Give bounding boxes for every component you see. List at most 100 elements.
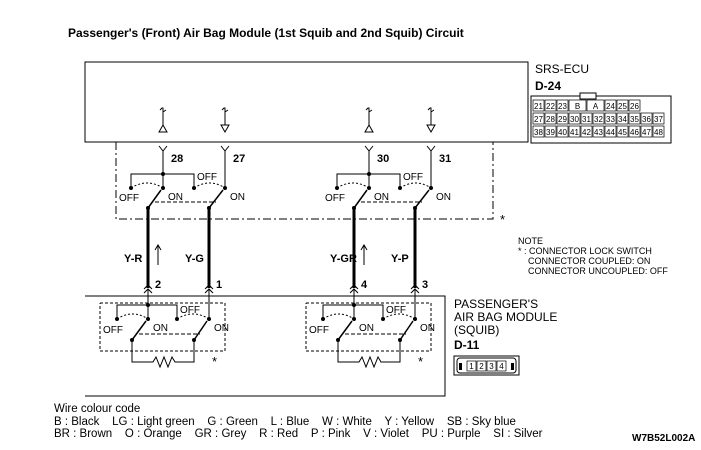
connector-cavity [604,125,617,138]
wire-code-line: B : Black LG : Light green G : Green L :… [54,415,516,428]
cavity-number: 36 [642,115,651,124]
switch-travel-arc [336,182,370,189]
connector-terminal-icon [426,145,436,152]
connector-terminal-icon [143,284,153,290]
star-marker: * [500,212,505,227]
connector-cavity [652,125,665,138]
switch-travel-arc [116,313,149,320]
on-label: ON [374,192,389,203]
cavity-number: 3 [489,362,494,371]
module-pin-label: 4 [361,279,368,291]
connector-cavity [476,360,487,372]
cavity-number: 42 [582,128,591,137]
on-label: ON [153,323,168,334]
connector-cavity [496,360,507,372]
connector-terminal-icon [158,145,168,152]
connector-cavity [486,360,497,372]
connector-cavity [568,112,581,125]
signal-out-arrow-icon [364,123,374,133]
connector-cavity [580,112,593,125]
connector-terminal-icon [410,284,420,290]
connector-lock-switch [337,320,353,341]
wire-colour-label: Y-R [124,253,142,265]
module-connector-id: D-11 [454,338,480,352]
cavity-number: 44 [606,128,615,137]
module-name: PASSENGER'S [454,297,539,311]
connector-cavity [568,125,581,138]
connector-terminal-icon [220,145,230,152]
off-label: OFF [403,172,423,183]
connector-cavity [640,112,653,125]
cavity-number: 25 [618,102,627,111]
connector-cavity [604,99,617,112]
switch-travel-arc [176,313,210,320]
off-label: OFF [103,325,123,336]
cavity-number: 2 [479,362,484,371]
ecu-connector-lock-boundary [115,142,494,220]
srs-ecu-label: SRS-ECU D-24 [535,62,589,93]
cavity-number: 35 [630,115,639,124]
cavity-number: 38 [534,128,543,137]
module-pin-label: 2 [155,279,161,291]
ecu-pin-label: 28 [171,153,183,165]
connector-cavity [604,112,617,125]
off-label: OFF [180,305,200,316]
wire-colour-label: Y-GR [330,253,357,265]
module-label: PASSENGER'S AIR BAG MODULE (SQUIB) D-11 [454,298,557,352]
wire-colour-code: Wire colour code B : Black LG : Light gr… [54,403,543,441]
contact-point [352,303,356,307]
squib-resistor-icon [337,340,401,369]
connector-terminal-icon [204,284,214,290]
cavity-number: A [593,102,599,111]
ecu-name: SRS-ECU [535,62,590,76]
cavity-number: 46 [630,128,639,137]
connector-cavity [592,125,605,138]
airbag-module-box [85,295,446,397]
connector-cavity [556,99,569,112]
signal-out-arrow-icon [158,123,168,133]
off-label: OFF [386,305,406,316]
off-label: OFF [309,325,329,336]
cavity-number: 40 [558,128,567,137]
on-label: ON [436,192,451,203]
cavity-number: 27 [534,115,543,124]
module-name: (SQUIB) [454,323,500,337]
connector-cavity [616,99,629,112]
wire-segment [322,304,384,319]
on-label: ON [230,192,245,203]
cavity-number: 29 [558,115,567,124]
off-label: OFF [325,193,345,204]
current-direction-arrow-icon [360,244,368,251]
diagram-title: Passenger's (Front) Air Bag Module (1st … [68,26,464,40]
module-name: AIR BAG MODULE [454,310,558,324]
ecu-connector-id: D-24 [535,79,562,93]
connector-cavity [628,125,641,138]
cavity-number: 43 [594,128,603,137]
note-line: * : CONNECTOR LOCK SWITCH [518,246,652,256]
connector-lock-switch [131,320,147,341]
off-label: OFF [197,172,217,183]
wire-code-title: Wire colour code [54,403,141,415]
wire-segment [116,304,178,319]
cavity-number: 22 [546,102,555,111]
cavity-number: 34 [618,115,627,124]
on-label: ON [420,323,435,334]
connector-cavity [586,99,605,112]
ecu-pin-label: 27 [233,153,245,165]
note-line: CONNECTOR UNCOUPLED: OFF [528,266,668,276]
connector-lock-switch [353,189,368,209]
connector-cavity [544,125,557,138]
connector-cavity [568,99,587,112]
module-pin-label: 1 [216,279,222,291]
contact-point [161,172,165,176]
connector-cavity [652,112,665,125]
connector-terminal-icon [364,145,374,152]
cavity-number: 41 [570,128,579,137]
current-direction-arrow-icon [154,244,162,251]
connector-cavity [628,112,641,125]
wire-colour-label: Y-P [391,253,409,265]
